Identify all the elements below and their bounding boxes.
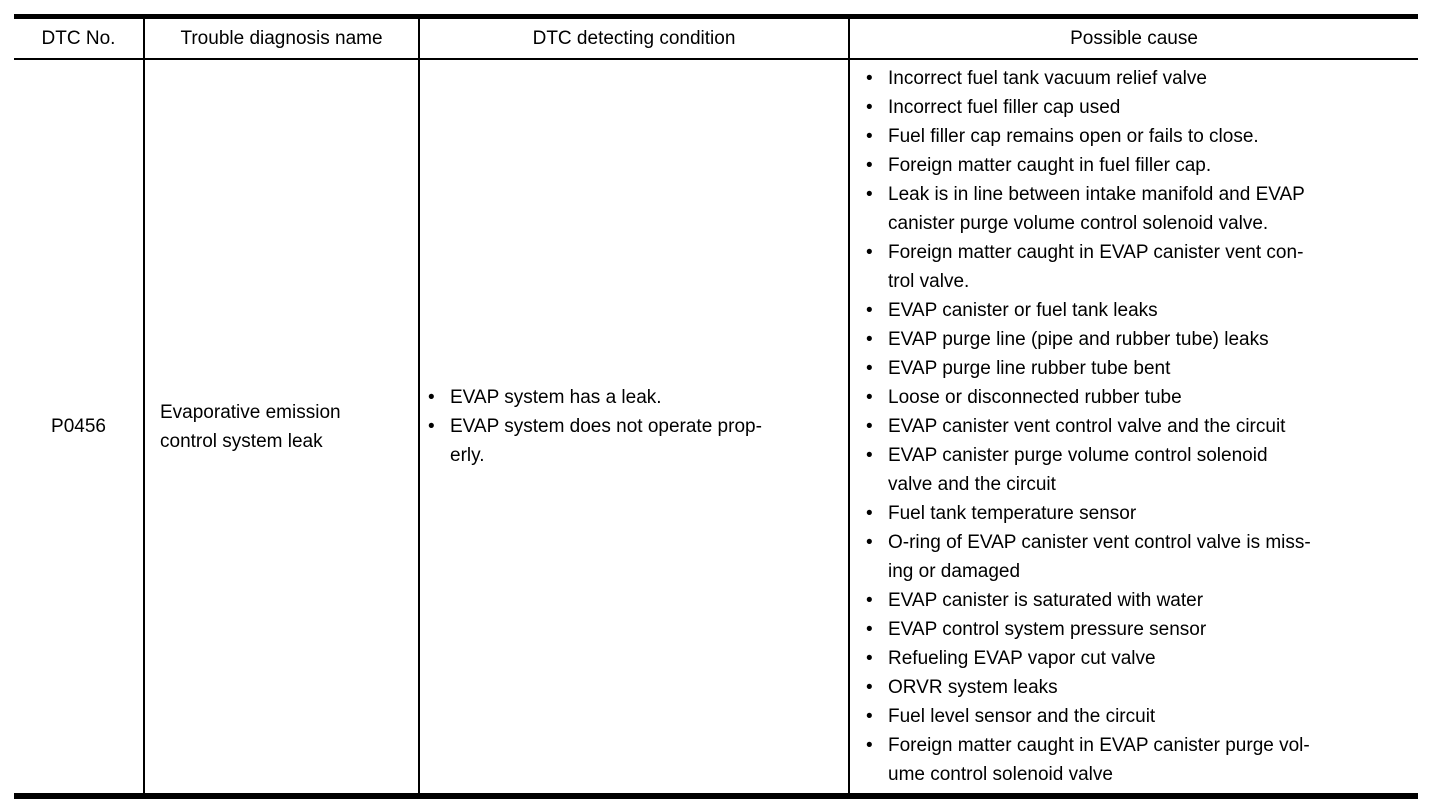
bullet-item-text: Incorrect fuel tank vacuum relief valve bbox=[888, 68, 1207, 89]
bullet-icon: • bbox=[866, 619, 873, 640]
bullet-item: • EVAP system does not operate prop- erly… bbox=[428, 412, 842, 470]
bullet-item-text: EVAP control system pressure sensor bbox=[888, 619, 1207, 640]
cell-dtc-detecting-condition: • EVAP system has a leak. • EVAP system doe… bbox=[420, 60, 850, 793]
bullet-icon: • bbox=[866, 68, 873, 89]
bullet-item-text: Loose or disconnected rubber tube bbox=[888, 387, 1182, 408]
bullet-icon: • bbox=[866, 445, 873, 466]
bullet-item-text: EVAP purge line rubber tube bent bbox=[888, 358, 1171, 379]
cell-possible-cause: • Incorrect fuel tank vacuum relief valve… bbox=[850, 60, 1418, 793]
bullet-item-text: Foreign matter caught in fuel filler cap… bbox=[888, 155, 1212, 176]
bullet-item-text: EVAP canister is saturated with water bbox=[888, 590, 1204, 611]
bullet-icon: • bbox=[866, 503, 873, 524]
bullet-item: • EVAP control system pressure sensor bbox=[866, 615, 1412, 644]
dtc-detecting-condition-list: • EVAP system has a leak. • EVAP system doe… bbox=[420, 383, 848, 470]
bullet-icon: • bbox=[866, 358, 873, 379]
header-possible-cause: Possible cause bbox=[1070, 27, 1198, 49]
bullet-item: • ORVR system leaks bbox=[866, 673, 1412, 702]
header-dtc-detecting-condition: DTC detecting condition bbox=[420, 19, 850, 58]
bullet-icon: • bbox=[866, 590, 873, 611]
bullet-item-text: EVAP canister or fuel tank leaks bbox=[888, 300, 1158, 321]
bullet-item: • Foreign matter caught in EVAP canister … bbox=[866, 731, 1412, 789]
bullet-item-text: EVAP system has a leak. bbox=[450, 387, 662, 408]
cell-trouble-diagnosis-name: Evaporative emission control system leak bbox=[145, 60, 420, 793]
cell-dtc-no: P0456 bbox=[14, 60, 145, 793]
bullet-item-text: Fuel level sensor and the circuit bbox=[888, 706, 1156, 727]
bullet-icon: • bbox=[428, 416, 435, 437]
bullet-item: • Incorrect fuel tank vacuum relief valve bbox=[866, 64, 1412, 93]
bullet-item-text: O-ring of EVAP canister vent control val… bbox=[888, 532, 1311, 582]
bullet-item: • EVAP canister or fuel tank leaks bbox=[866, 296, 1412, 325]
bullet-item: • Loose or disconnected rubber tube bbox=[866, 383, 1412, 412]
bullet-icon: • bbox=[866, 155, 873, 176]
bullet-item: • Foreign matter caught in fuel filler ca… bbox=[866, 151, 1412, 180]
bullet-item: • EVAP canister vent control valve and th… bbox=[866, 412, 1412, 441]
bullet-item-text: EVAP system does not operate prop- erly. bbox=[450, 416, 762, 466]
table-row: P0456 Evaporative emission control syste… bbox=[14, 60, 1418, 793]
bullet-item: • Refueling EVAP vapor cut valve bbox=[866, 644, 1412, 673]
bullet-icon: • bbox=[866, 387, 873, 408]
bullet-item: • EVAP canister purge volume control sole… bbox=[866, 441, 1412, 499]
bullet-item: • Leak is in line between intake manifold… bbox=[866, 180, 1412, 238]
bullet-icon: • bbox=[866, 329, 873, 350]
bullet-item: • Fuel tank temperature sensor bbox=[866, 499, 1412, 528]
header-trouble-diagnosis-name: Trouble diagnosis name bbox=[145, 19, 420, 58]
bullet-item: • Foreign matter caught in EVAP canister … bbox=[866, 238, 1412, 296]
bullet-icon: • bbox=[866, 184, 873, 205]
bullet-icon: • bbox=[866, 677, 873, 698]
bullet-item-text: Refueling EVAP vapor cut valve bbox=[888, 648, 1156, 669]
bullet-item-text: Foreign matter caught in EVAP canister v… bbox=[888, 242, 1304, 292]
bullet-item: • Fuel level sensor and the circuit bbox=[866, 702, 1412, 731]
dtc-table-header-row: DTC No. Trouble diagnosis name DTC detec… bbox=[14, 19, 1418, 60]
dtc-table: DTC No. Trouble diagnosis name DTC detec… bbox=[14, 14, 1418, 799]
bullet-icon: • bbox=[866, 242, 873, 263]
bullet-icon: • bbox=[428, 387, 435, 408]
bullet-item: • EVAP purge line (pipe and rubber tube) … bbox=[866, 325, 1412, 354]
bullet-item: • Fuel filler cap remains open or fails t… bbox=[866, 122, 1412, 151]
bullet-item-text: EVAP canister vent control valve and the… bbox=[888, 416, 1286, 437]
bullet-item: • EVAP system has a leak. bbox=[428, 383, 842, 412]
bullet-icon: • bbox=[866, 126, 873, 147]
bullet-icon: • bbox=[866, 532, 873, 553]
bullet-item-text: Fuel filler cap remains open or fails to… bbox=[888, 126, 1259, 147]
bullet-icon: • bbox=[866, 416, 873, 437]
bullet-item: • Incorrect fuel filler cap used bbox=[866, 93, 1412, 122]
bullet-icon: • bbox=[866, 706, 873, 727]
bullet-item-text: ORVR system leaks bbox=[888, 677, 1058, 698]
possible-cause-list: • Incorrect fuel tank vacuum relief valve… bbox=[850, 60, 1418, 793]
bullet-item: • EVAP purge line rubber tube bent bbox=[866, 354, 1412, 383]
bullet-icon: • bbox=[866, 648, 873, 669]
bullet-icon: • bbox=[866, 97, 873, 118]
bullet-item-text: Leak is in line between intake manifold … bbox=[888, 184, 1305, 234]
bullet-item-text: EVAP canister purge volume control solen… bbox=[888, 445, 1268, 495]
bullet-icon: • bbox=[866, 735, 873, 756]
bullet-item-text: Fuel tank temperature sensor bbox=[888, 503, 1137, 524]
bullet-item: • O-ring of EVAP canister vent control va… bbox=[866, 528, 1412, 586]
bullet-icon: • bbox=[866, 300, 873, 321]
bullet-item-text: Foreign matter caught in EVAP canister p… bbox=[888, 735, 1310, 785]
bullet-item-text: EVAP purge line (pipe and rubber tube) l… bbox=[888, 329, 1269, 350]
bullet-item-text: Incorrect fuel filler cap used bbox=[888, 97, 1121, 118]
bullet-item: • EVAP canister is saturated with water bbox=[866, 586, 1412, 615]
header-dtc-no: DTC No. bbox=[14, 19, 145, 58]
